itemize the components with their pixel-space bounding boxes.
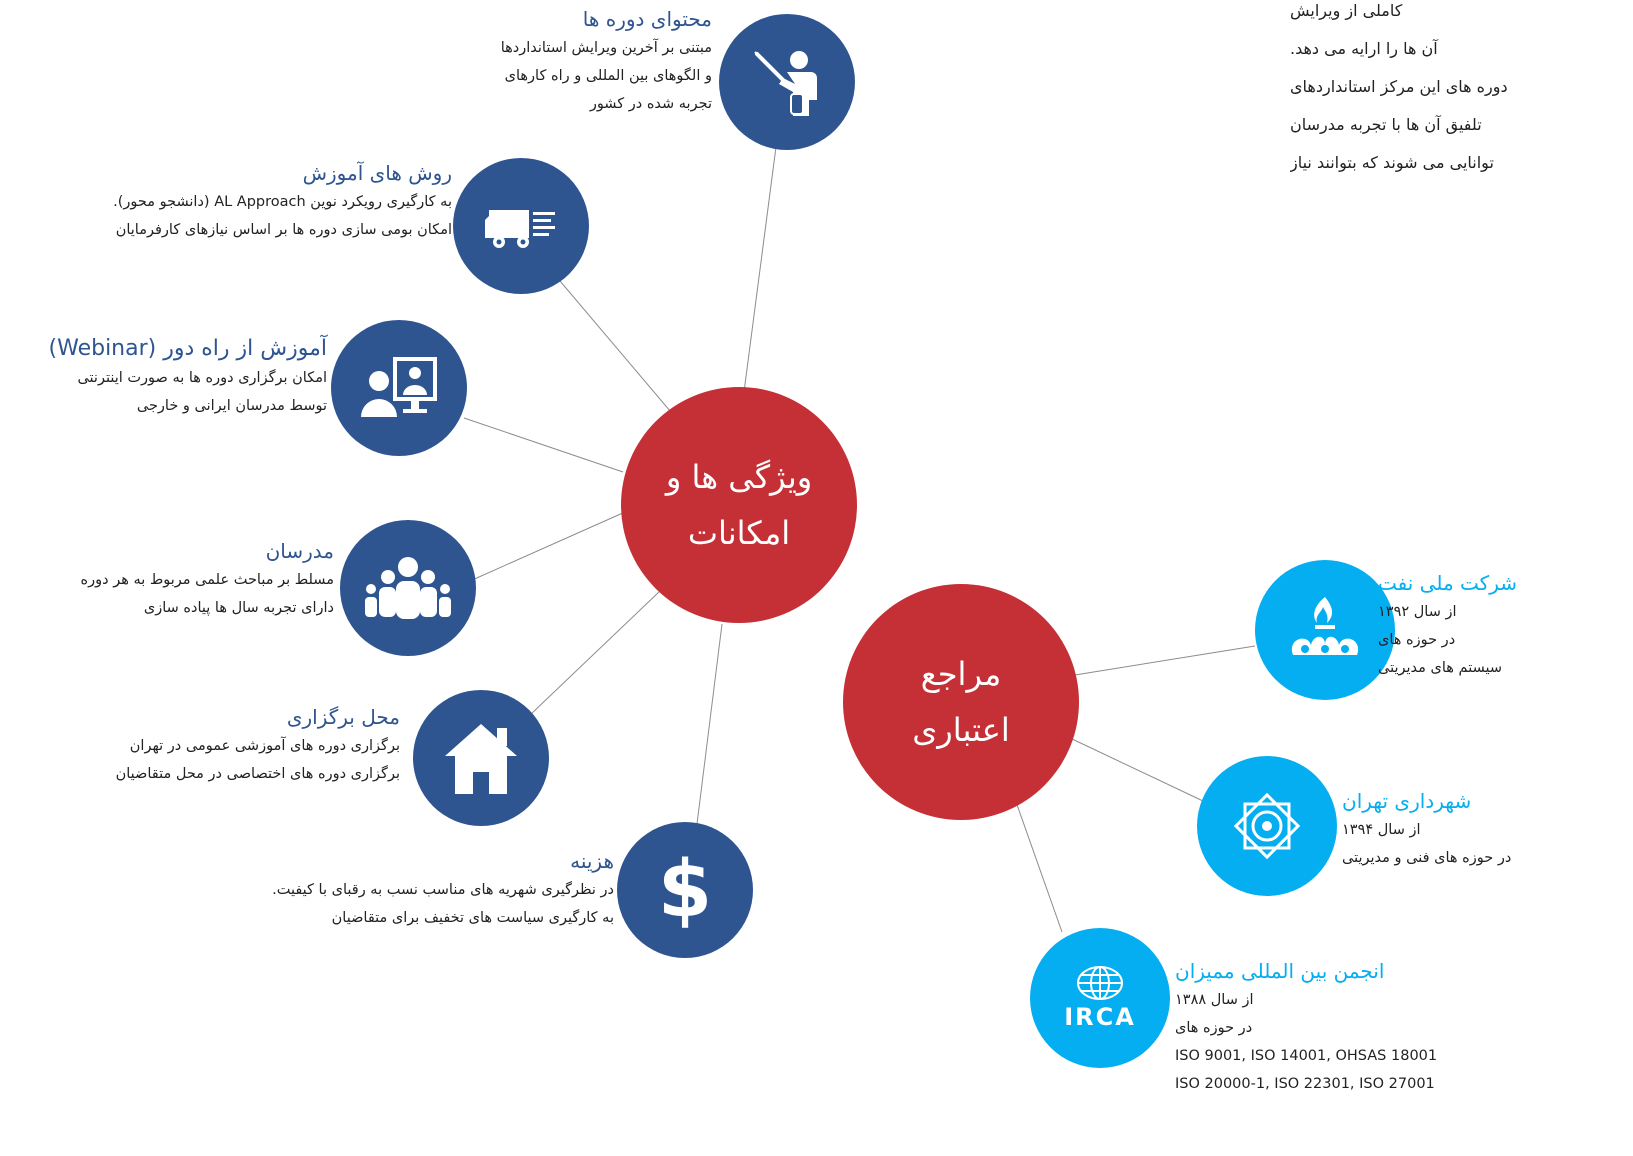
connector-line [743, 123, 780, 393]
feature-instructors-text: مدرسان مسلط بر مباحث علمی مربوط به هر دو… [81, 536, 334, 622]
webinar-icon [331, 320, 467, 456]
reference-line: از سال ۱۳۹۲ [1378, 604, 1457, 620]
dollar-icon: $ [617, 822, 753, 958]
feature-line: مبتنی بر آخرین ویرایش استانداردها [500, 40, 712, 56]
nioc-logo-icon [1255, 560, 1395, 700]
feature-content-text: محتوای دوره ها مبتنی بر آخرین ویرایش است… [501, 4, 712, 118]
feature-line: برگزاری دوره های اختصاصی در محل متقاضیان [115, 766, 400, 782]
hub-title-line: امکانات [687, 514, 791, 552]
reference-title: انجمن بین المللی ممیزان [1175, 959, 1385, 983]
intro-paragraph: کاملی از ویرایش آن ها را ارایه می دهد. د… [1290, 0, 1633, 182]
feature-line: توسط مدرسان ایرانی و خارجی [136, 398, 327, 414]
reference-iso-line: ISO 20000-1, ISO 22301, ISO 27001 [1175, 1076, 1435, 1092]
intro-line: کاملی از ویرایش [1290, 1, 1403, 20]
delivery-truck-icon [453, 158, 589, 294]
reference-line: در حوزه های فنی و مدیریتی [1342, 850, 1512, 866]
feature-title: هزینه [570, 849, 614, 873]
feature-line: برگزاری دوره های آموزشی عمومی در تهران [129, 738, 400, 754]
people-group-icon [340, 520, 476, 656]
reference-line: از سال ۱۳۸۸ [1175, 992, 1254, 1008]
feature-line: امکان بومی سازی دوره ها بر اساس نیازهای … [115, 222, 452, 238]
connector-line [463, 417, 624, 473]
reference-iso-line: ISO 9001, ISO 14001, OHSAS 18001 [1175, 1048, 1438, 1064]
feature-webinar-text: آموزش از راه دور (Webinar) امکان برگزاری… [49, 334, 327, 420]
feature-line: به کارگیری سیاست های تخفیف برای متقاضیان [331, 910, 614, 926]
intro-line: دوره های این مرکز استانداردهای [1290, 77, 1508, 96]
feature-line: امکان برگزاری دوره ها به صورت اینترنتی [77, 370, 327, 386]
feature-line: در نظرگیری شهریه های مناسب نسب به رقبای … [272, 882, 614, 898]
hub-title-line: اعتباری [912, 711, 1010, 749]
reference-line: از سال ۱۳۹۴ [1342, 822, 1421, 838]
intro-line: توانایی می شوند که بتوانند نیاز [1290, 153, 1494, 172]
feature-venue-text: محل برگزاری برگزاری دوره های آموزشی عموم… [116, 702, 400, 788]
connector-line [529, 590, 661, 716]
intro-line: تلفیق آن ها با تجربه مدرسان [1290, 115, 1482, 134]
reference-line: سیستم های مدیریتی [1378, 660, 1503, 676]
reference-title: شرکت ملی نفت [1378, 571, 1517, 595]
hub-title-line: مراجع [920, 655, 1002, 693]
reference-irca-text: انجمن بین المللی ممیزان از سال ۱۳۸۸ در ح… [1175, 956, 1437, 1098]
connector-line [696, 623, 723, 825]
reference-title: شهرداری تهران [1342, 789, 1472, 813]
feature-line: و الگوهای بین المللی و راه کارهای [504, 68, 712, 84]
feature-title: مدرسان [265, 539, 334, 563]
reference-line: در حوزه های [1175, 1020, 1253, 1036]
feature-title: محتوای دوره ها [582, 7, 712, 31]
house-icon [413, 690, 549, 826]
feature-line: دارای تجربه سال ها پیاده سازی [143, 600, 334, 616]
reference-line: در حوزه های [1378, 632, 1456, 648]
irca-logo-icon: IRCA [1030, 928, 1170, 1068]
feature-title: روش های آموزش [302, 161, 452, 185]
connector-line [559, 280, 677, 419]
hub-title-line: ویژگی ها و [665, 458, 813, 496]
feature-methods-text: روش های آموزش به کارگیری رویکرد نوین AL … [113, 158, 452, 244]
connector-line [469, 511, 626, 582]
reference-tehran-text: شهرداری تهران از سال ۱۳۹۴ در حوزه های فن… [1342, 786, 1511, 872]
feature-cost-text: هزینه در نظرگیری شهریه های مناسب نسب به … [272, 846, 614, 932]
reference-nioc-text: شرکت ملی نفت از سال ۱۳۹۲ در حوزه های سیس… [1378, 568, 1517, 682]
connector-line [1069, 737, 1204, 802]
tehran-municipality-logo-icon [1197, 756, 1337, 896]
connector-line [1074, 645, 1256, 676]
references-hub: مراجع اعتباری [843, 584, 1079, 820]
feature-line: به کارگیری رویکرد نوین AL Approach (دانش… [113, 194, 452, 210]
presenter-icon [719, 14, 855, 150]
feature-line: تجربه شده در کشور [589, 96, 712, 112]
irca-logo-text: IRCA [1064, 1003, 1136, 1031]
feature-title: آموزش از راه دور (Webinar) [48, 336, 327, 361]
features-hub: ویژگی ها و امکانات [621, 387, 857, 623]
intro-line: آن ها را ارایه می دهد. [1290, 39, 1438, 58]
feature-line: مسلط بر مباحث علمی مربوط به هر دوره [80, 572, 334, 588]
feature-title: محل برگزاری [286, 705, 400, 729]
